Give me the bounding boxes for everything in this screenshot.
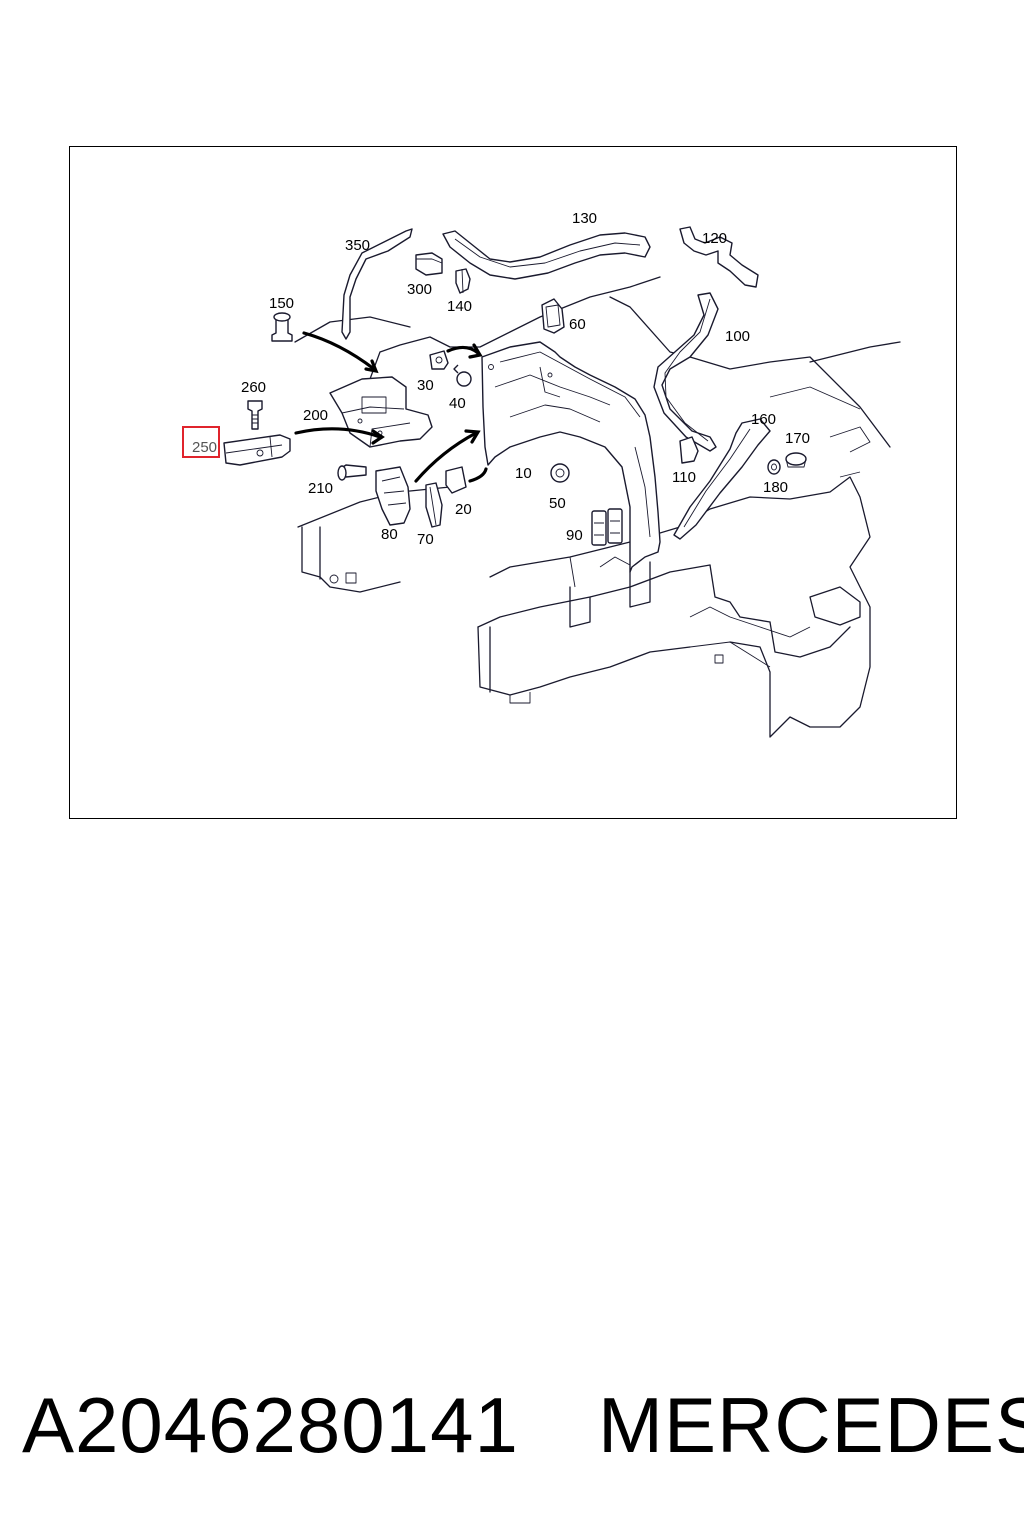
part-120-bracket [679,226,759,288]
part-250-mount-bracket [223,434,291,466]
callout-300: 300 [407,281,432,298]
part-180-washer [767,459,781,475]
arrow-head [371,429,385,445]
arrow-20-to-10 [468,467,488,483]
callout-40: 40 [449,395,466,412]
callout-130: 130 [572,210,597,227]
callout-260: 260 [241,379,266,396]
callout-210: 210 [308,480,333,497]
callout-10: 10 [515,465,532,482]
callout-350: 350 [345,237,370,254]
assembly-arrows [294,331,488,483]
callout-160: 160 [751,411,776,428]
callout-250: 250 [192,439,217,456]
part-90-clip-pair [591,508,623,546]
parts-diagram: 130 120 350 300 140 60 150 100 30 260 40… [69,146,957,819]
callout-50: 50 [549,495,566,512]
part-110-clip [679,436,699,464]
callout-70: 70 [417,531,434,548]
part-60-clip [541,298,565,334]
part-70-clip [425,482,443,528]
arrow-head [364,359,379,374]
arrow-head [468,343,483,359]
callout-100: 100 [725,328,750,345]
highlight-box [182,426,220,458]
callout-110: 110 [672,469,696,486]
part-300-block [415,252,443,276]
arrow-250-to-200 [294,427,382,439]
part-80-bracket [375,466,411,526]
callout-90: 90 [566,527,583,544]
exploded-view-drawing: 130 120 350 300 140 60 150 100 30 260 40… [182,210,901,738]
highlighted-callout-250: 250 [182,426,220,458]
part-number: A2046280141 [22,1381,519,1469]
callout-80: 80 [381,526,398,543]
part-260-bolt [247,400,263,430]
arrow-150-to-200 [302,331,376,371]
callout-60: 60 [569,316,586,333]
callout-140: 140 [447,298,472,315]
part-10-wheel-arch-liner [481,341,661,573]
part-30-nut-clip [429,350,449,370]
part-40-screw [453,364,472,387]
part-50-grommet [550,463,570,483]
callout-20: 20 [455,501,472,518]
part-100-arch-trim [653,292,719,452]
caption-bar: A2046280141 MERCEDES [0,1370,1024,1480]
part-140-clip [455,268,471,294]
part-150-rivet [271,312,293,342]
part-130-seal-strip [442,230,651,280]
part-210-screw [337,464,367,481]
arrow-head [464,429,481,444]
body-structure [294,276,901,738]
callout-30: 30 [417,377,434,394]
part-350-strip [341,228,413,340]
callout-120: 120 [702,230,727,247]
arrow-30-to-10 [446,345,480,355]
callout-200: 200 [303,407,328,424]
callout-150: 150 [269,295,294,312]
part-160-pillar-trim [673,418,771,540]
callout-labels: 130 120 350 300 140 60 150 100 30 260 40… [241,210,810,548]
brand-name: MERCEDES [598,1381,1024,1469]
callout-170: 170 [785,430,810,447]
part-20-pad [445,466,467,494]
part-170-cap [785,452,807,468]
arrow-80-to-10 [414,431,478,483]
callout-180: 180 [763,479,788,496]
